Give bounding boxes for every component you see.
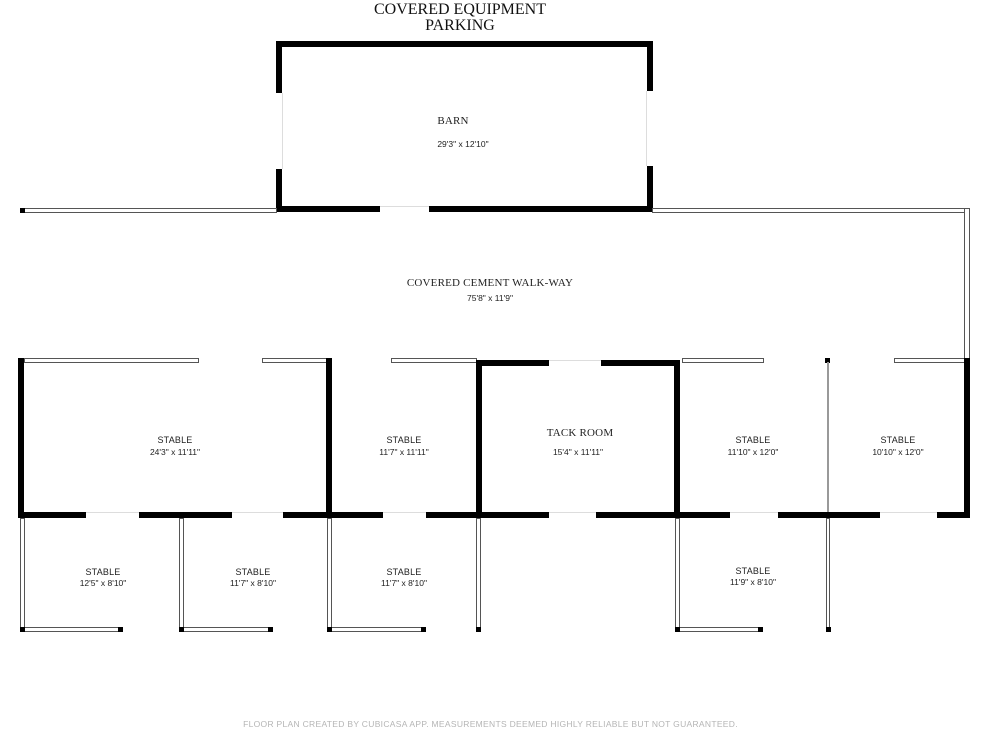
tack-rear-post — [476, 627, 481, 632]
stable1-left-wall — [18, 358, 24, 518]
plan-title: COVERED EQUIPMENT PARKING — [330, 2, 590, 34]
barn-bottom-wall-left — [276, 206, 380, 212]
walkway-post — [20, 208, 25, 213]
stable4-rear-doorway — [880, 512, 937, 518]
stable5-post-right — [118, 627, 123, 632]
plan-title-line1: COVERED EQUIPMENT — [374, 1, 546, 18]
barn-doorway — [380, 206, 429, 212]
stable1-dimensions: 24'3" x 11'11" — [149, 447, 201, 457]
tack-room-dimensions: 15'4" x 11'11" — [552, 447, 604, 457]
walkway-dimensions: 75'8" x 11'9" — [467, 293, 513, 303]
tack-room-top-wall-left — [477, 360, 549, 366]
stable7-left-rail — [327, 518, 332, 632]
stable5-left-rail — [20, 518, 25, 632]
stable1-label: STABLE — [157, 435, 193, 445]
walkway-top-rail-right — [652, 208, 970, 213]
barn-right-wall-lower — [647, 166, 653, 212]
walkway-right-rail — [964, 208, 970, 360]
stable3-front-rail — [682, 358, 764, 363]
stable3-stable4-divider — [827, 362, 829, 518]
stable1-stable2-divider — [326, 358, 332, 518]
barn-left-wall-upper — [276, 41, 282, 93]
barn-right-opening — [646, 91, 647, 166]
stable8-right-rail — [826, 518, 830, 632]
stable6-left-rail — [179, 518, 184, 632]
stable4-right-wall — [964, 358, 970, 518]
upper-row-bottom-wall-6 — [778, 512, 880, 518]
stable7-doorway — [383, 512, 426, 518]
stable5-post-left — [20, 627, 25, 632]
stable3-dimensions: 11'10" x 12'0" — [727, 447, 779, 457]
tack-room-doorway — [549, 360, 601, 366]
stable5-label: STABLE — [85, 567, 121, 577]
stable4-dimensions: 10'10" x 12'0" — [872, 447, 924, 457]
upper-row-bottom-wall-2 — [139, 512, 232, 518]
stable8-left-rail — [675, 518, 680, 632]
tack-rear-rail — [476, 518, 481, 632]
stable7-front-rail — [327, 627, 424, 632]
upper-row-bottom-wall-1 — [18, 512, 86, 518]
stable8-doorway — [730, 512, 778, 518]
disclaimer-footer: FLOOR PLAN CREATED BY CUBICASA APP. MEAS… — [243, 719, 738, 729]
tack-room-label: TACK ROOM — [546, 427, 614, 439]
stable8-right-post — [826, 627, 831, 632]
stable2-label: STABLE — [386, 435, 422, 445]
tack-stable3-divider — [674, 360, 680, 518]
stable7-label: STABLE — [386, 567, 422, 577]
stable1-front-rail-left — [24, 358, 199, 363]
tack-room-top-wall-right — [601, 360, 680, 366]
stable6-label: STABLE — [235, 567, 271, 577]
upper-row-bottom-wall-3 — [283, 512, 383, 518]
stable8-label: STABLE — [735, 566, 771, 576]
barn-label: BARN — [437, 115, 469, 127]
stable8-post-left — [675, 627, 680, 632]
upper-row-bottom-wall-5 — [596, 512, 730, 518]
upper-row-bottom-wall-7 — [937, 512, 970, 518]
stable8-dimensions: 11'9" x 8'10" — [730, 577, 776, 587]
stable6-post-left — [179, 627, 184, 632]
stable8-post-right — [758, 627, 763, 632]
stable2-dimensions: 11'7" x 11'11" — [379, 447, 429, 457]
barn-right-wall-upper — [647, 41, 653, 91]
stable2-front-rail — [391, 358, 477, 363]
stable-divider-post — [825, 358, 830, 363]
stable6-front-rail — [179, 627, 271, 632]
stable1-front-rail-right — [262, 358, 328, 363]
stable2-tack-divider — [476, 360, 482, 518]
stable3-label: STABLE — [735, 435, 771, 445]
walkway-label: COVERED CEMENT WALK-WAY — [406, 277, 574, 289]
stable8-front-rail — [675, 627, 762, 632]
walkway-top-rail-left — [20, 208, 277, 213]
stable4-label: STABLE — [880, 435, 916, 445]
barn-dimensions: 29'3" x 12'10" — [437, 139, 489, 149]
barn-bottom-wall-right — [429, 206, 653, 212]
stable5-front-rail — [20, 627, 121, 632]
stable7-dimensions: 11'7" x 8'10" — [381, 578, 427, 588]
barn-top-wall — [276, 41, 653, 47]
barn-left-wall-lower — [276, 169, 282, 212]
plan-title-line2: PARKING — [425, 17, 495, 34]
barn-left-opening — [282, 93, 283, 169]
stable7-post-right — [421, 627, 426, 632]
upper-row-bottom-wall-4 — [426, 512, 549, 518]
stable7-post-left — [327, 627, 332, 632]
stable5-dimensions: 12'5" x 8'10" — [79, 578, 127, 588]
stable6-post-right — [268, 627, 273, 632]
stable5-doorway — [86, 512, 139, 518]
tack-room-rear-doorway — [549, 512, 596, 518]
stable6-dimensions: 11'7" x 8'10" — [230, 578, 276, 588]
stable6-doorway — [232, 512, 283, 518]
stable4-front-rail — [894, 358, 966, 363]
